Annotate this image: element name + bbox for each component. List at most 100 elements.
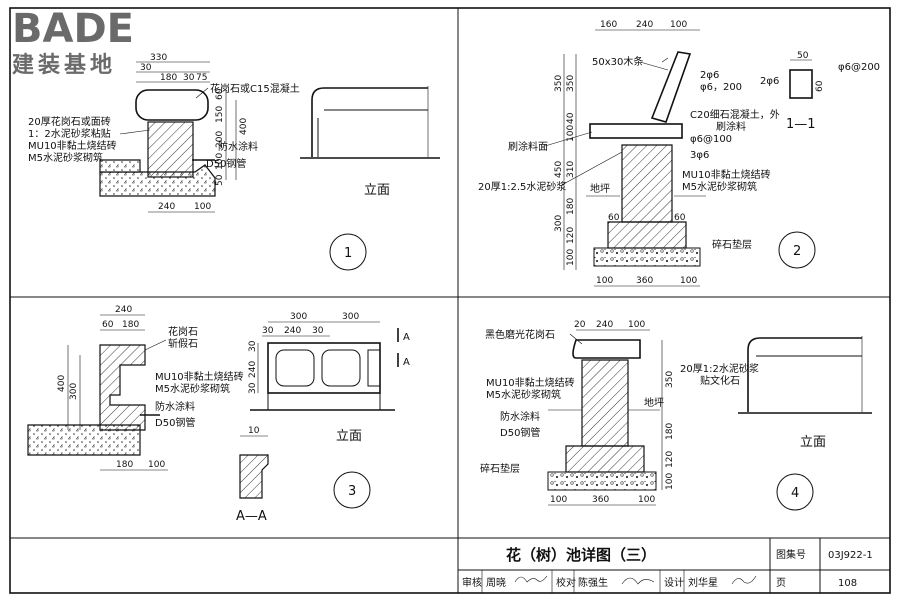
svg-text:240: 240	[248, 361, 258, 378]
detail-1: 330 30 180 30 75 60 150 200 100 50 400 2…	[28, 53, 440, 271]
svg-text:MU10非黏土烧结砖: MU10非黏土烧结砖	[682, 168, 771, 181]
svg-text:100: 100	[566, 249, 576, 266]
d4-gravel-bed	[547, 471, 657, 491]
svg-text:刘华星: 刘华星	[688, 576, 718, 589]
detail-3: 240 60 180 400 300 180 100 花岗石 斩假石 MU10非…	[27, 305, 410, 524]
svg-text:20厚1:2.5水泥砂浆: 20厚1:2.5水泥砂浆	[478, 180, 566, 193]
svg-text:330: 330	[150, 53, 167, 63]
d3-section-a-a	[239, 454, 269, 499]
detail-2-number-circle	[778, 231, 816, 269]
svg-text:φ6@100: φ6@100	[690, 134, 732, 145]
svg-text:100: 100	[670, 20, 687, 30]
svg-text:350: 350	[554, 75, 564, 92]
svg-text:150: 150	[215, 106, 225, 123]
svg-text:20: 20	[574, 320, 586, 330]
svg-text:M5水泥砂浆砌筑: M5水泥砂浆砌筑	[155, 382, 230, 395]
svg-text:设计: 设计	[664, 576, 684, 589]
svg-text:100: 100	[566, 125, 576, 142]
svg-text:M5水泥砂浆砌筑: M5水泥砂浆砌筑	[486, 388, 561, 401]
svg-text:MU10非黏土烧结砖: MU10非黏土烧结砖	[486, 376, 575, 389]
detail-1-number-circle	[329, 233, 367, 271]
svg-text:350: 350	[665, 371, 675, 388]
svg-text:40: 40	[566, 112, 576, 124]
d2-brick-column	[621, 144, 673, 223]
svg-text:黑色磨光花岗石: 黑色磨光花岗石	[485, 328, 555, 341]
svg-text:碎石垫层: 碎石垫层	[480, 462, 520, 475]
svg-text:180: 180	[566, 198, 576, 215]
svg-text:360: 360	[636, 276, 653, 286]
svg-text:180: 180	[665, 423, 675, 440]
d2-seat-slab	[589, 123, 683, 139]
svg-text:120: 120	[665, 451, 675, 468]
svg-text:斩假石: 斩假石	[168, 337, 198, 350]
svg-text:160: 160	[600, 20, 617, 30]
svg-text:刷涂料: 刷涂料	[716, 120, 746, 133]
svg-text:4: 4	[791, 486, 799, 501]
svg-text:310: 310	[566, 161, 576, 178]
svg-text:立面: 立面	[800, 435, 826, 450]
svg-text:20厚花岗石或面砖: 20厚花岗石或面砖	[28, 115, 111, 128]
svg-text:φ6，200: φ6，200	[700, 82, 742, 93]
svg-text:刷涂料面: 刷涂料面	[508, 140, 548, 153]
logo-subtitle: 建装基地	[12, 53, 116, 78]
svg-text:1—1: 1—1	[786, 117, 816, 132]
svg-text:60: 60	[215, 88, 225, 100]
svg-text:60: 60	[815, 80, 825, 92]
svg-text:100: 100	[628, 320, 645, 330]
svg-text:3φ6: 3φ6	[690, 150, 709, 161]
svg-text:MU10非黏土烧结砖: MU10非黏土烧结砖	[28, 139, 117, 152]
detail-3-number-circle	[333, 471, 371, 509]
svg-text:300: 300	[554, 215, 564, 232]
d4-elevation	[747, 337, 862, 412]
svg-text:M5水泥砂浆砌筑: M5水泥砂浆砌筑	[682, 180, 757, 193]
svg-text:陈强生: 陈强生	[578, 576, 608, 589]
logo: BADE 建装基地	[12, 6, 134, 78]
svg-text:3: 3	[348, 484, 356, 499]
svg-text:A—A: A—A	[236, 509, 267, 524]
svg-text:MU10非黏土烧结砖: MU10非黏土烧结砖	[155, 370, 244, 383]
svg-text:75: 75	[196, 73, 207, 83]
svg-text:60: 60	[102, 320, 114, 330]
logo-brand: BADE	[12, 6, 134, 52]
svg-text:30: 30	[248, 382, 258, 394]
svg-text:花岗石: 花岗石	[168, 325, 198, 338]
svg-text:30: 30	[183, 73, 195, 83]
svg-text:300: 300	[69, 383, 79, 400]
svg-text:100: 100	[638, 495, 655, 505]
svg-text:花岗石或C15混凝土: 花岗石或C15混凝土	[210, 82, 300, 95]
svg-text:300: 300	[342, 312, 359, 322]
svg-text:350: 350	[566, 75, 576, 92]
svg-text:贴文化石: 贴文化石	[700, 374, 740, 387]
svg-text:450: 450	[554, 161, 564, 178]
d1-brick-wall	[147, 121, 194, 178]
svg-text:2φ6: 2φ6	[760, 76, 779, 87]
svg-text:D50钢管: D50钢管	[206, 157, 246, 170]
svg-text:2: 2	[793, 244, 801, 259]
svg-text:地坪: 地坪	[590, 182, 610, 195]
svg-text:碎石垫层: 碎石垫层	[712, 238, 752, 251]
drawing-title: 花（树）池详图（三）	[506, 546, 656, 564]
svg-text:240: 240	[115, 305, 132, 315]
svg-text:A: A	[403, 332, 410, 343]
svg-text:100: 100	[680, 276, 697, 286]
svg-text:M5水泥砂浆砌筑: M5水泥砂浆砌筑	[28, 151, 103, 164]
svg-text:30: 30	[262, 326, 274, 336]
svg-text:240: 240	[596, 320, 613, 330]
detail-4-number-circle	[776, 473, 814, 511]
svg-text:C20细石混凝土，外: C20细石混凝土，外	[690, 108, 780, 121]
svg-text:108: 108	[838, 578, 857, 589]
svg-text:180: 180	[116, 460, 133, 470]
svg-text:300: 300	[290, 312, 307, 322]
svg-text:20厚1:2水泥砂浆: 20厚1:2水泥砂浆	[680, 362, 759, 375]
svg-text:10: 10	[248, 426, 260, 436]
svg-text:φ6@200: φ6@200	[838, 62, 880, 73]
d3-elevation	[250, 342, 395, 411]
svg-text:400: 400	[239, 118, 249, 135]
svg-text:200: 200	[215, 131, 225, 148]
svg-text:防水涂料: 防水涂料	[218, 140, 258, 153]
svg-text:页: 页	[776, 577, 786, 589]
svg-text:100: 100	[148, 460, 165, 470]
svg-text:180: 180	[160, 73, 177, 83]
d4-granite-cap	[572, 339, 641, 359]
d1-elevation	[311, 87, 428, 157]
